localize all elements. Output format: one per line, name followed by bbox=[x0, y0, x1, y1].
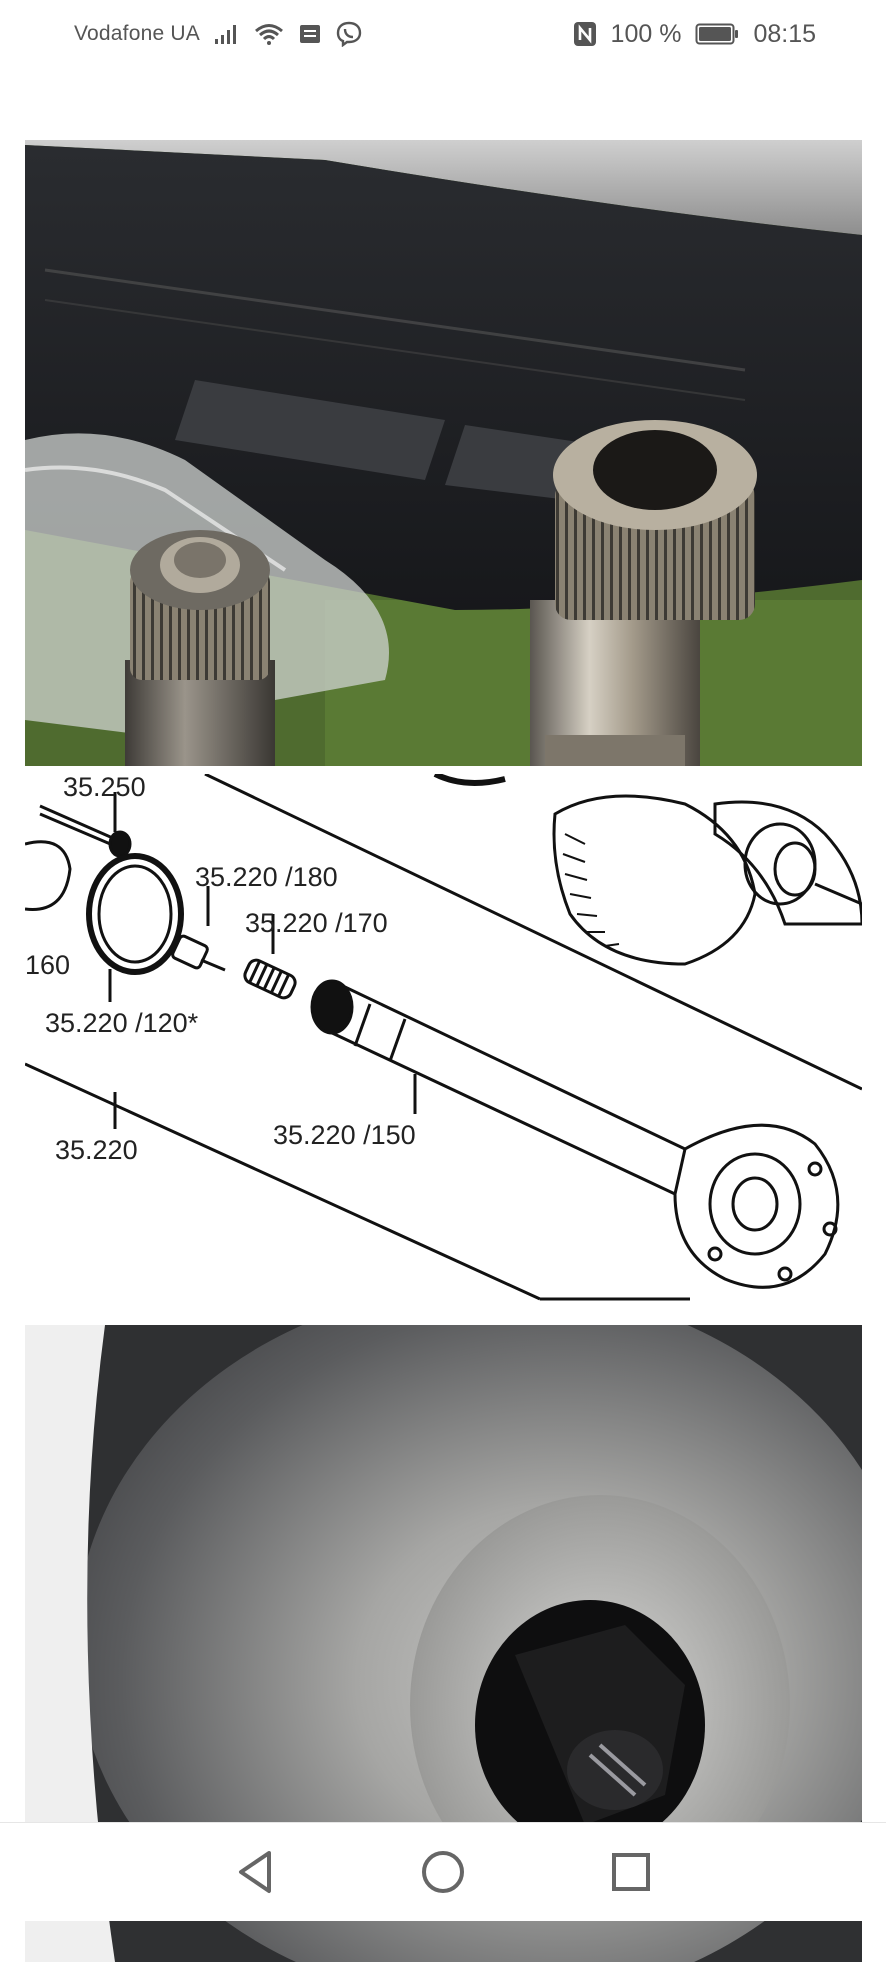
viber-icon bbox=[336, 21, 362, 47]
carrier-name: Vodafone UA bbox=[74, 22, 200, 45]
status-right: 100 % 08:15 bbox=[573, 20, 816, 49]
status-left: Vodafone UA bbox=[74, 21, 362, 47]
label-35-220-150: 35.220 /150 bbox=[273, 1120, 416, 1150]
navigation-bar bbox=[0, 1822, 886, 1921]
status-bar: Vodafone UA bbox=[0, 0, 886, 68]
back-icon bbox=[233, 1849, 277, 1895]
label-35-220-120: 35.220 /120* bbox=[45, 1008, 199, 1038]
recents-button[interactable] bbox=[601, 1842, 661, 1902]
battery-icon bbox=[695, 22, 739, 46]
label-160: 160 bbox=[25, 950, 70, 980]
nfc-icon bbox=[573, 21, 597, 47]
home-icon bbox=[420, 1849, 466, 1895]
parts-diagram: 35.250 35.220 /180 35.220 /170 160 35.22… bbox=[25, 774, 862, 1314]
battery-percent: 100 % bbox=[610, 19, 682, 48]
label-35-250: 35.250 bbox=[63, 774, 146, 802]
sim-icon bbox=[298, 23, 322, 45]
label-35-220: 35.220 bbox=[55, 1135, 138, 1165]
recents-icon bbox=[610, 1851, 652, 1893]
label-35-220-170: 35.220 /170 bbox=[245, 908, 388, 938]
back-button[interactable] bbox=[225, 1842, 285, 1902]
wifi-icon bbox=[254, 22, 284, 46]
label-35-220-180: 35.220 /180 bbox=[195, 862, 338, 892]
photo-splined-shafts bbox=[25, 140, 862, 766]
signal-icon bbox=[214, 23, 240, 45]
home-button[interactable] bbox=[413, 1842, 473, 1902]
clock: 08:15 bbox=[753, 19, 816, 48]
